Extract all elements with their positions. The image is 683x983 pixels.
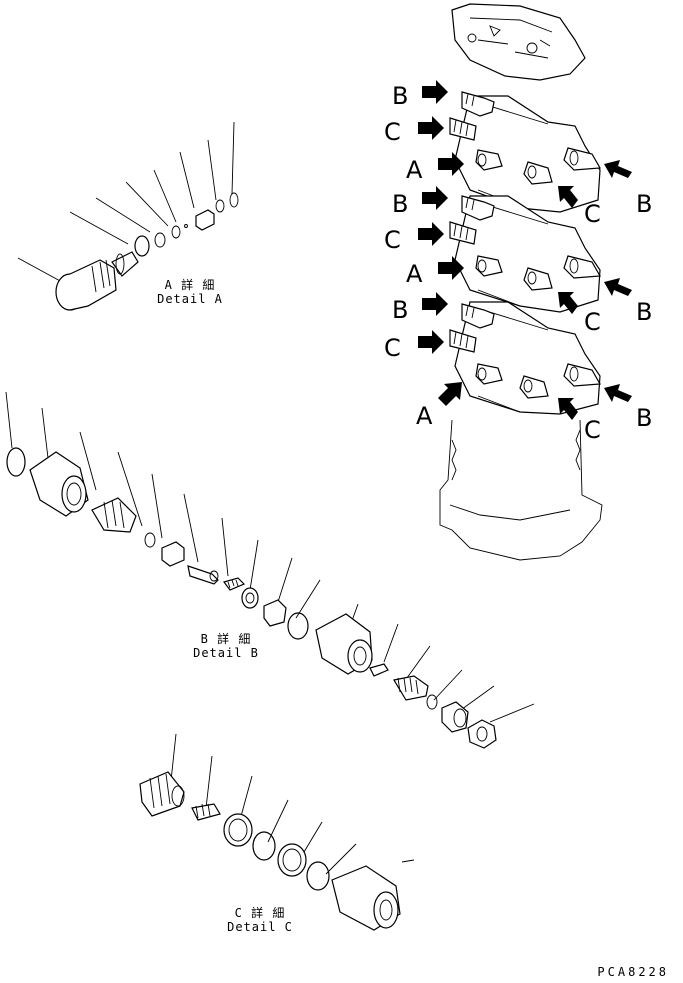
detail-a-caption: A 詳 細 Detail A bbox=[150, 278, 230, 306]
arrow-left-icon bbox=[604, 160, 632, 178]
detail-c-caption: C 詳 細 Detail C bbox=[220, 906, 300, 934]
callout-a: A bbox=[406, 260, 423, 288]
detail-a-parts bbox=[17, 121, 239, 311]
callout-c: C bbox=[384, 226, 401, 254]
arrow-right-icon bbox=[422, 186, 448, 210]
callout-b: B bbox=[392, 296, 409, 324]
detail-c-en-label: Detail C bbox=[227, 920, 293, 934]
detail-b-en-label: Detail B bbox=[193, 646, 259, 660]
detail-c-jp-label: C 詳 細 bbox=[234, 906, 286, 920]
arrow-right-icon bbox=[418, 222, 444, 246]
arrow-right-icon bbox=[422, 292, 448, 316]
arrow-right-icon bbox=[422, 80, 448, 104]
arrow-right-icon bbox=[418, 116, 444, 140]
arrow-left-icon bbox=[604, 278, 632, 296]
callout-b: B bbox=[636, 190, 653, 218]
callout-c: C bbox=[584, 308, 601, 336]
arrow-up-right-icon bbox=[438, 382, 462, 406]
callout-a: A bbox=[416, 402, 433, 430]
arrow-left-icon bbox=[604, 384, 632, 402]
detail-b-caption: B 詳 細 Detail B bbox=[186, 632, 266, 660]
arrow-right-icon bbox=[418, 330, 444, 354]
control-valve-assembly bbox=[418, 3, 632, 561]
callout-c: C bbox=[384, 334, 401, 362]
callout-b: B bbox=[636, 404, 653, 432]
callout-b: B bbox=[636, 298, 653, 326]
detail-b-parts bbox=[5, 391, 535, 749]
arrow-up-left-icon bbox=[558, 292, 578, 314]
arrow-right-icon bbox=[438, 152, 464, 176]
callout-c: C bbox=[584, 416, 601, 444]
drawing-code: PCA8228 bbox=[597, 965, 669, 979]
arrow-right-icon bbox=[438, 256, 464, 280]
callout-b: B bbox=[392, 190, 409, 218]
callout-a: A bbox=[406, 156, 423, 184]
callout-b: B bbox=[392, 82, 409, 110]
arrow-up-left-icon bbox=[558, 186, 578, 208]
arrow-up-left-icon bbox=[558, 398, 578, 420]
callout-c: C bbox=[384, 118, 401, 146]
callout-c: C bbox=[584, 200, 601, 228]
detail-c-parts bbox=[139, 733, 415, 931]
detail-a-jp-label: A 詳 細 bbox=[164, 278, 216, 292]
detail-b-jp-label: B 詳 細 bbox=[200, 632, 252, 646]
detail-a-en-label: Detail A bbox=[157, 292, 223, 306]
